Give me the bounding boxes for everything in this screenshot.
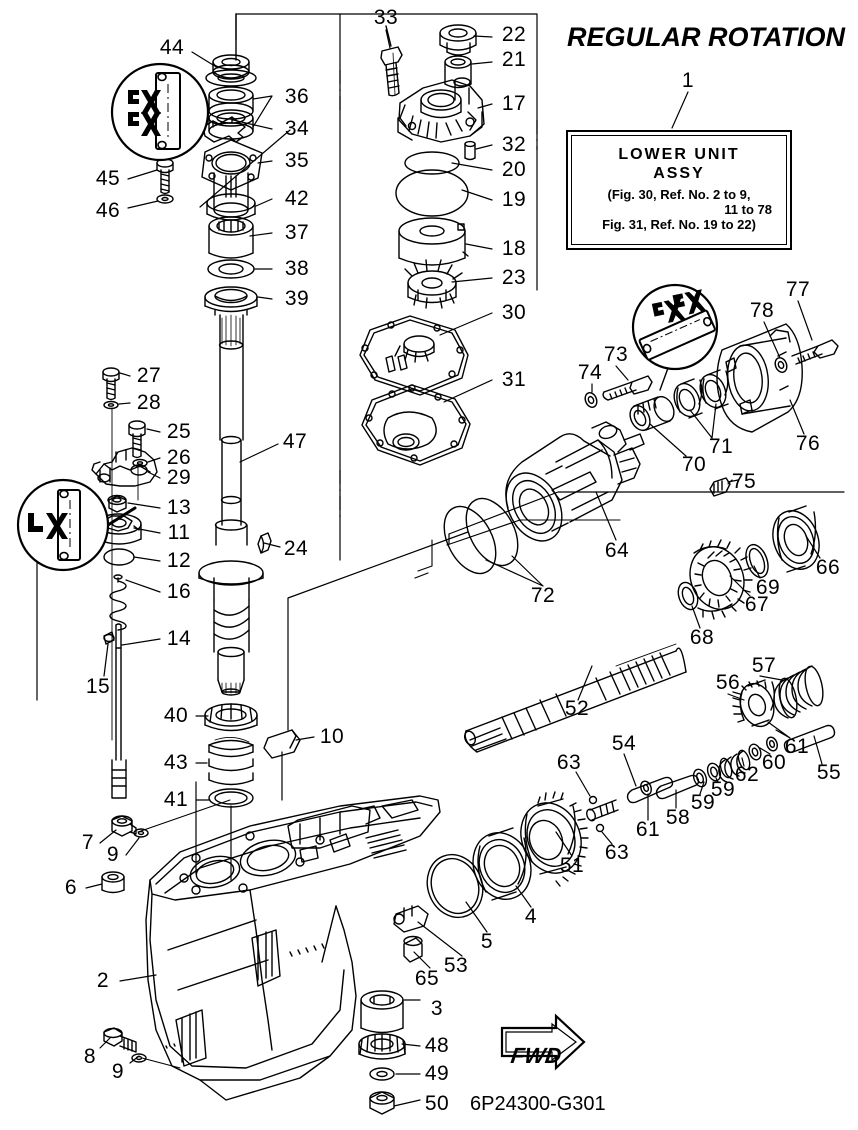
ref-number: 10 xyxy=(319,725,345,748)
ref-number: 32 xyxy=(501,133,527,156)
ref-number: 12 xyxy=(166,549,192,572)
ref-number: 9 xyxy=(111,1060,125,1083)
ref-number: 7 xyxy=(81,831,95,854)
ref-number: 4 xyxy=(524,905,538,928)
ref-number: 61 xyxy=(635,818,661,841)
ref-number: 41 xyxy=(163,788,189,811)
ref-number: 36 xyxy=(284,85,310,108)
ref-number: 63 xyxy=(604,841,630,864)
ref-number: 60 xyxy=(761,751,787,774)
ref-number: 66 xyxy=(815,556,841,579)
ref-number: 15 xyxy=(85,675,111,698)
ref-number: 67 xyxy=(744,593,770,616)
ref-number: 56 xyxy=(715,671,741,694)
ref-number: 52 xyxy=(564,697,590,720)
ref-number: 77 xyxy=(785,278,811,301)
ref-number: 3 xyxy=(430,997,444,1020)
ref-number: 65 xyxy=(414,967,440,990)
lower-unit-assy-callout-box: LOWER UNIT ASSY (Fig. 30, Ref. No. 2 to … xyxy=(566,130,792,250)
ref-number: 53 xyxy=(443,954,469,977)
ref-number: 54 xyxy=(611,732,637,755)
ref-number: 18 xyxy=(501,237,527,260)
ref-number: 47 xyxy=(282,430,308,453)
ref-number: 61 xyxy=(784,735,810,758)
ref-number: 71 xyxy=(708,435,734,458)
assy-box-line-1: LOWER UNIT xyxy=(618,146,740,163)
ref-number: 57 xyxy=(751,654,777,677)
fwd-arrow-label: FWD xyxy=(509,1043,563,1068)
ref-number: 34 xyxy=(284,117,310,140)
ref-number: 29 xyxy=(166,466,192,489)
fwd-arrow-icon xyxy=(500,1013,586,1071)
ref-number: 45 xyxy=(95,167,121,190)
ref-number: 55 xyxy=(816,761,842,784)
ref-number: 5 xyxy=(480,930,494,953)
ref-number: 8 xyxy=(83,1045,97,1068)
ref-number: 31 xyxy=(501,368,527,391)
ref-number: 30 xyxy=(501,301,527,324)
ref-number: 27 xyxy=(136,364,162,387)
ref-number: 21 xyxy=(501,48,527,71)
ref-number: 42 xyxy=(284,187,310,210)
ref-number: 64 xyxy=(604,539,630,562)
ref-number: 78 xyxy=(749,299,775,322)
ref-number: 38 xyxy=(284,257,310,280)
ref-number: 59 xyxy=(690,791,716,814)
assy-box-line-4: 11 to 78 xyxy=(724,202,772,217)
ref-number: 14 xyxy=(166,627,192,650)
ref-number: 46 xyxy=(95,199,121,222)
ref-number: 16 xyxy=(166,580,192,603)
page-title: REGULAR ROTATION xyxy=(567,22,845,52)
ref-number: 26 xyxy=(166,446,192,469)
assy-box-line-5: Fig. 31, Ref. No. 19 to 22) xyxy=(602,217,756,232)
ref-number: 19 xyxy=(501,188,527,211)
ref-number: 49 xyxy=(424,1062,450,1085)
ref-number: 76 xyxy=(795,432,821,455)
ref-number: 20 xyxy=(501,158,527,181)
ref-number: 22 xyxy=(501,23,527,46)
ref-number: 24 xyxy=(283,537,309,560)
ref-number: 43 xyxy=(163,751,189,774)
assy-box-line-2: ASSY xyxy=(653,165,705,182)
ref-number: 74 xyxy=(577,361,603,384)
seal-detail-single-lip-left xyxy=(16,478,110,572)
ref-number: 62 xyxy=(734,763,760,786)
ref-number: 35 xyxy=(284,149,310,172)
ref-number: 13 xyxy=(166,496,192,519)
ref-number: 59 xyxy=(710,778,736,801)
ref-number: 23 xyxy=(501,266,527,289)
ref-number: 69 xyxy=(755,576,781,599)
ref-number: 68 xyxy=(689,626,715,649)
seal-detail-double-lip-top-left xyxy=(110,62,210,162)
ref-number: 25 xyxy=(166,420,192,443)
ref-number: 39 xyxy=(284,287,310,310)
ref-number: 40 xyxy=(163,704,189,727)
ref-number: 70 xyxy=(681,453,707,476)
ref-number: 6 xyxy=(64,876,78,899)
ref-number: 17 xyxy=(501,92,527,115)
ref-number: 37 xyxy=(284,221,310,244)
seal-detail-double-lip-right xyxy=(631,283,719,371)
ref-number: 50 xyxy=(424,1092,450,1115)
ref-number: 44 xyxy=(159,36,185,59)
ref-number: 73 xyxy=(603,343,629,366)
ref-number: 28 xyxy=(136,391,162,414)
drawing-part-number: 6P24300-G301 xyxy=(470,1093,606,1115)
ref-number: 1 xyxy=(681,69,695,92)
ref-number: 2 xyxy=(96,969,110,992)
ref-number: 72 xyxy=(530,584,556,607)
ref-number: 75 xyxy=(731,470,757,493)
ref-number: 58 xyxy=(665,806,691,829)
ref-number: 48 xyxy=(424,1034,450,1057)
ref-number: 51 xyxy=(559,854,585,877)
ref-number: 63 xyxy=(556,751,582,774)
assy-box-line-3: (Fig. 30, Ref. No. 2 to 9, xyxy=(607,187,751,202)
ref-number: 33 xyxy=(373,6,399,29)
ref-number: 11 xyxy=(167,521,191,544)
ref-number: 9 xyxy=(106,843,120,866)
